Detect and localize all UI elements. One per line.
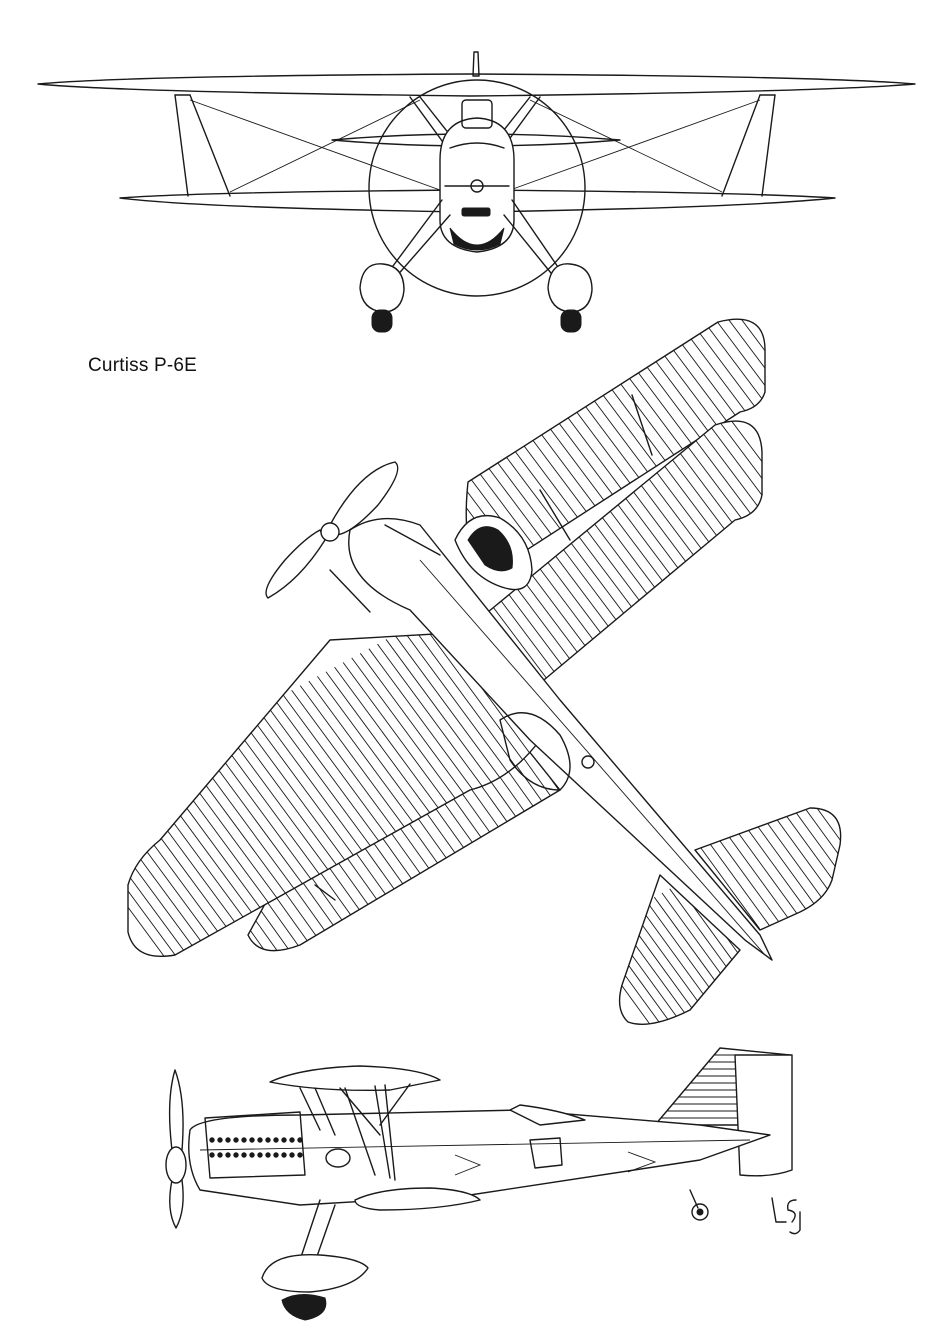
- exhaust-port: [273, 1152, 279, 1158]
- front-radiator-intake: [449, 227, 505, 251]
- exhaust-port: [289, 1137, 295, 1143]
- exhaust-port: [209, 1137, 215, 1143]
- front-struts: [174, 94, 776, 197]
- rib-line: [128, 814, 201, 957]
- front-cabane-struts: [409, 96, 541, 146]
- exhaust-port: [249, 1137, 255, 1143]
- side-struts: [299, 1083, 411, 1181]
- front-fin: [472, 51, 480, 77]
- front-landing-gear: [389, 199, 561, 279]
- exhaust-port: [265, 1152, 271, 1158]
- rib-line: [248, 844, 327, 951]
- plan-left-wing-top: [127, 631, 541, 957]
- rib-line: [675, 319, 765, 444]
- plan-tailplane-left: [618, 874, 741, 1025]
- rib-line: [248, 854, 310, 951]
- exhaust-port: [209, 1152, 215, 1158]
- exhaust-port: [297, 1137, 303, 1143]
- front-right-tire: [560, 309, 582, 333]
- plan-propeller: [265, 461, 399, 599]
- rib-line: [695, 818, 760, 929]
- rib-line: [128, 800, 227, 957]
- rib-line: [128, 810, 209, 957]
- exhaust-port: [273, 1137, 279, 1143]
- rib-line: [248, 849, 319, 951]
- side-access-panel: [529, 1137, 563, 1169]
- side-rudder: [734, 1054, 793, 1177]
- exhaust-port: [281, 1137, 287, 1143]
- aircraft-caption: Curtiss P-6E: [88, 355, 198, 376]
- side-propeller: [165, 1069, 187, 1229]
- exhaust-port: [289, 1152, 295, 1158]
- front-windscreen: [461, 99, 493, 129]
- front-oil-cooler: [461, 207, 491, 217]
- front-upper-wing: [37, 73, 916, 97]
- exhaust-port: [217, 1152, 223, 1158]
- exhaust-port: [297, 1152, 303, 1158]
- rib-line: [701, 319, 765, 428]
- exhaust-port: [241, 1137, 247, 1143]
- side-exhaust-ports: [209, 1137, 303, 1158]
- rib-line: [787, 808, 841, 895]
- exhaust-port: [233, 1152, 239, 1158]
- front-view: [37, 51, 916, 333]
- exhaust-port: [249, 1152, 255, 1158]
- front-fuselage: [439, 117, 515, 253]
- plan-interplane-struts: [314, 394, 653, 901]
- side-main-tire: [281, 1294, 327, 1321]
- rib-line: [777, 808, 841, 898]
- exhaust-port: [225, 1152, 231, 1158]
- side-landing-gear: [299, 1199, 336, 1263]
- exhaust-port: [281, 1152, 287, 1158]
- exhaust-port: [257, 1137, 263, 1143]
- side-wheel-pant: [261, 1253, 369, 1293]
- side-tail-wheel: [691, 1203, 709, 1221]
- front-left-wheel-pant: [359, 263, 405, 313]
- exhaust-port: [225, 1137, 231, 1143]
- signature-monogram: [771, 1197, 801, 1235]
- front-propeller-disc: [368, 79, 586, 297]
- plan-fuselage: [348, 517, 773, 961]
- side-lower-wing: [354, 1187, 481, 1211]
- side-upper-wing: [269, 1065, 441, 1092]
- exhaust-port: [265, 1137, 271, 1143]
- rib-line: [796, 808, 841, 892]
- rib-line: [666, 319, 765, 450]
- rib-line: [619, 926, 681, 1025]
- exhaust-port: [257, 1152, 263, 1158]
- side-window: [325, 1148, 351, 1168]
- rib-line: [685, 421, 762, 555]
- plan-cockpit: [499, 712, 571, 791]
- front-bracing-wires: [189, 99, 761, 193]
- plan-view: [127, 318, 842, 1025]
- exhaust-port: [233, 1137, 239, 1143]
- rib-line: [128, 805, 218, 957]
- front-left-tire: [371, 309, 393, 333]
- plan-tailplane-right: [694, 807, 842, 931]
- front-right-wheel-pant: [547, 263, 593, 313]
- side-cowling: [204, 1111, 306, 1179]
- exhaust-port: [241, 1152, 247, 1158]
- side-view: [165, 1047, 801, 1321]
- rib-line: [692, 319, 765, 433]
- front-tailplane: [331, 133, 621, 147]
- rib-line: [683, 319, 765, 439]
- rib-line: [482, 740, 560, 842]
- rib-line: [619, 934, 666, 1025]
- front-lower-wing: [119, 189, 836, 213]
- rib-line: [693, 421, 762, 549]
- plan-exhaust-stacks: [329, 524, 441, 613]
- exhaust-port: [217, 1137, 223, 1143]
